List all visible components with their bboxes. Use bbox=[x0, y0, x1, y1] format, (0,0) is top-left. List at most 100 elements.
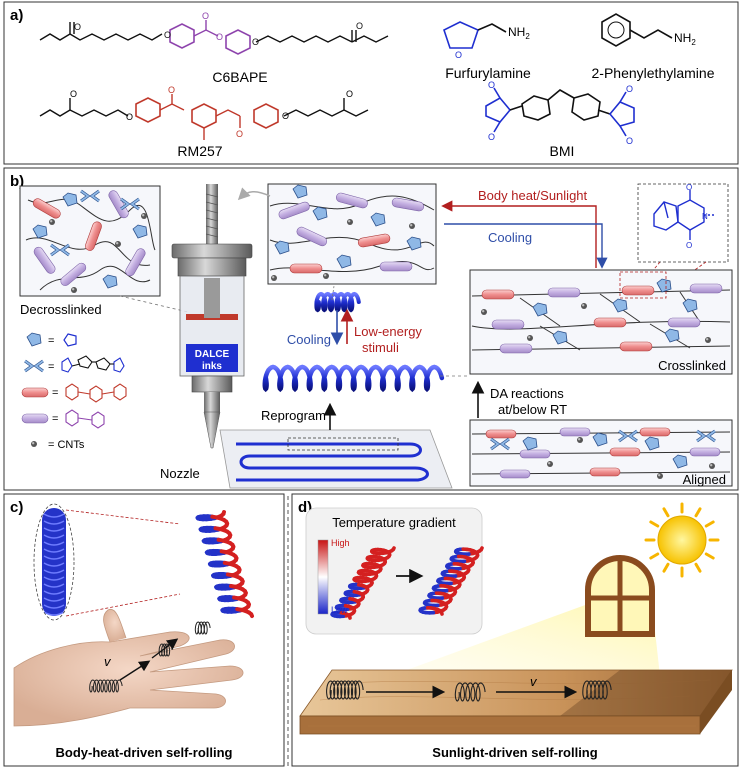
table-coil bbox=[454, 682, 486, 702]
column-ring bbox=[43, 541, 65, 546]
column-ring bbox=[43, 611, 65, 616]
c6bape-structure bbox=[39, 20, 389, 55]
sun-ray bbox=[649, 552, 660, 560]
svg-text:O: O bbox=[686, 183, 692, 192]
svg-text:O: O bbox=[168, 85, 175, 95]
rm257-structure bbox=[39, 94, 369, 140]
panel-d: d) Temperature gradient High Low bbox=[291, 493, 739, 767]
caption-d: Sunlight-driven self-rolling bbox=[432, 745, 597, 760]
sun-ray bbox=[694, 507, 702, 518]
nh2-phenyl-sub: 2 bbox=[691, 38, 696, 47]
decrosslinked-label: Decrosslinked bbox=[20, 302, 102, 317]
heated-network bbox=[267, 183, 437, 285]
hand-coil bbox=[158, 643, 173, 657]
crosslinked-label: Crosslinked bbox=[658, 358, 726, 373]
svg-text:O: O bbox=[126, 112, 133, 122]
c6bape-label: C6BAPE bbox=[212, 69, 267, 85]
hand-illustration bbox=[13, 608, 244, 727]
panel-c-label: c) bbox=[10, 499, 23, 516]
printer-syringe: DALCE inks bbox=[171, 184, 253, 449]
nh2-furfuryl-sub: 2 bbox=[525, 32, 530, 41]
wooden-table bbox=[299, 669, 733, 735]
crosslinked-network bbox=[469, 269, 733, 375]
spring-large bbox=[262, 364, 445, 393]
svg-text:O: O bbox=[70, 89, 77, 99]
svg-text:O: O bbox=[282, 111, 289, 121]
temperature-gradient-title: Temperature gradient bbox=[332, 515, 456, 530]
low-energy-label-1: Low-energy bbox=[354, 324, 422, 339]
body-heat-sunlight-label: Body heat/Sunlight bbox=[478, 188, 588, 203]
panel-a: a) O O O O O O C6BAPE bbox=[3, 1, 739, 165]
svg-text:NH2: NH2 bbox=[508, 25, 530, 41]
sun-ray bbox=[694, 562, 702, 573]
column-ring bbox=[43, 513, 65, 518]
column-ring bbox=[43, 562, 65, 567]
svg-text:O: O bbox=[626, 84, 633, 94]
helix-c-segment bbox=[249, 612, 254, 618]
legend: = = = = bbox=[21, 332, 127, 451]
cooling-left-label: Cooling bbox=[287, 332, 331, 347]
phenylethylamine-label: 2-Phenylethylamine bbox=[592, 65, 715, 81]
svg-text:O: O bbox=[626, 136, 633, 146]
reprogram-label: Reprogram bbox=[261, 408, 326, 423]
column-ring bbox=[43, 590, 65, 595]
bmi-structure bbox=[485, 87, 635, 137]
column-ring bbox=[43, 534, 65, 539]
light-beam bbox=[352, 604, 660, 690]
furfurylamine-label: Furfurylamine bbox=[445, 65, 531, 81]
panel-c: c) v Body-heat-driven self-rolling bbox=[3, 493, 285, 767]
column-ring bbox=[43, 527, 65, 532]
hand-coil bbox=[89, 679, 123, 693]
svg-text:N: N bbox=[702, 212, 708, 221]
svg-text:O: O bbox=[252, 37, 259, 47]
column-ring bbox=[43, 569, 65, 574]
rm257-label: RM257 bbox=[177, 143, 222, 159]
sun-ray bbox=[662, 507, 670, 518]
furfurylamine-structure bbox=[443, 21, 507, 49]
print-plate bbox=[219, 429, 453, 489]
spring-column bbox=[42, 508, 66, 616]
ink-label-1: DALCE bbox=[195, 349, 230, 360]
svg-text:O: O bbox=[236, 129, 243, 139]
svg-text:O: O bbox=[686, 241, 692, 250]
panel-b: b) Decrosslinked = bbox=[3, 167, 739, 491]
column-ring bbox=[43, 548, 65, 553]
svg-text:O: O bbox=[488, 80, 495, 90]
table-coil bbox=[326, 680, 364, 700]
panel-a-label: a) bbox=[10, 7, 23, 24]
sun-icon bbox=[644, 502, 720, 578]
spring-small bbox=[314, 291, 361, 313]
da-reactions-label-2: at/below RT bbox=[498, 402, 567, 417]
gradient-low: Low bbox=[331, 605, 348, 615]
gradient-high: High bbox=[331, 538, 350, 548]
sun-ray bbox=[649, 520, 660, 528]
thermal-helix-c bbox=[195, 510, 254, 618]
svg-text:O: O bbox=[356, 21, 363, 31]
svg-text:NH2: NH2 bbox=[674, 31, 696, 47]
aligned-network bbox=[469, 419, 733, 487]
temperature-gradient-box bbox=[305, 507, 484, 635]
legend-eq-1: = bbox=[48, 335, 54, 347]
column-ring bbox=[43, 597, 65, 602]
aligned-label: Aligned bbox=[683, 472, 726, 487]
sun-ray bbox=[704, 552, 715, 560]
low-energy-label-2: stimuli bbox=[362, 340, 399, 355]
column-ring bbox=[43, 604, 65, 609]
table-coil bbox=[582, 680, 612, 700]
velocity-c: v bbox=[104, 654, 112, 669]
ink-label-2: inks bbox=[202, 361, 222, 372]
decrosslinked-network bbox=[19, 185, 161, 297]
nh2-phenyl: NH bbox=[674, 31, 691, 45]
nh2-furfuryl: NH bbox=[508, 25, 525, 39]
sun-ray bbox=[704, 520, 715, 528]
svg-text:O: O bbox=[346, 89, 353, 99]
sun-ray bbox=[662, 562, 670, 573]
caption-c: Body-heat-driven self-rolling bbox=[56, 745, 233, 760]
legend-eq-2: = bbox=[48, 361, 54, 373]
svg-text:O: O bbox=[455, 50, 462, 60]
column-ring bbox=[43, 555, 65, 560]
legend-eq-3: = bbox=[52, 387, 58, 399]
column-ring bbox=[43, 583, 65, 588]
svg-text:O: O bbox=[202, 11, 209, 21]
